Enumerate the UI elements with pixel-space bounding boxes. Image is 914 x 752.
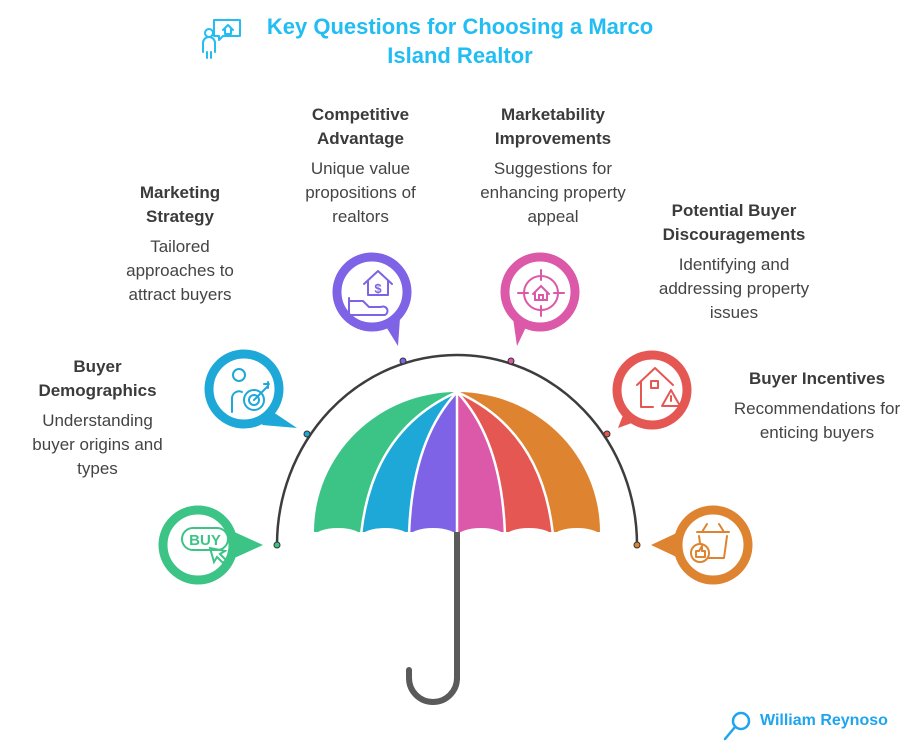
connector-dot: [273, 541, 281, 549]
connector-dot: [399, 357, 407, 365]
item-description: Recommendations for enticing buyers: [733, 399, 901, 442]
buy-click-icon: BUY: [181, 527, 229, 565]
connector-dot: [303, 430, 311, 438]
item-heading: Buyer Incentives: [748, 369, 886, 388]
house-dollar-hand-icon: $: [348, 270, 393, 316]
item-description: Unique value propositions of realtors: [305, 159, 416, 226]
item-marketing-strategy: Marketing Strategy Tailored approaches t…: [105, 181, 255, 307]
connector-dot: [633, 541, 641, 549]
bubble-competitive-advantage: $: [332, 252, 412, 346]
item-description: Understanding buyer origins and types: [32, 411, 163, 478]
item-description: Tailored approaches to attract buyers: [126, 237, 234, 304]
house-warning-icon: [636, 367, 681, 408]
item-description: Suggestions for enhancing property appea…: [480, 159, 626, 226]
bubble-marketing-strategy: [204, 349, 297, 429]
umbrella-shaft: [454, 528, 460, 680]
agent-house-icon: [202, 19, 241, 59]
item-potential-buyer-discouragements: Potential Buyer Discouragements Identify…: [650, 199, 818, 325]
house-crosshair-icon: [517, 269, 565, 317]
bubble-buyer-incentives: [651, 505, 753, 585]
item-buyer-incentives: Buyer Incentives Recommendations for ent…: [728, 367, 906, 445]
magnifier-icon: [723, 711, 751, 741]
umbrella-hook: [406, 667, 460, 705]
svg-text:$: $: [374, 281, 382, 296]
bubble-potential-buyer-discouragements: [612, 350, 692, 430]
connector-dot: [507, 357, 515, 365]
canopy-panel-red: [457, 392, 553, 532]
item-heading: Competitive Advantage: [311, 105, 410, 148]
connector-dot: [603, 430, 611, 438]
connector-arc: [275, 353, 639, 546]
basket-thumbs-up-icon: [690, 523, 730, 563]
bubble-buyer-demographics: BUY: [158, 505, 263, 585]
author-name: William Reynoso: [760, 712, 888, 729]
footer-credit: William Reynoso: [722, 712, 888, 730]
person-target-icon: [231, 368, 270, 413]
item-marketability-improvements: Marketability Improvements Suggestions f…: [478, 103, 628, 229]
canopy-panel-blue: [361, 392, 457, 532]
canopy-panel-purple: [409, 392, 457, 532]
umbrella-canopy: [314, 392, 600, 532]
item-heading: Buyer Demographics: [38, 357, 157, 400]
item-buyer-demographics: Buyer Demographics Understanding buyer o…: [20, 355, 175, 481]
item-heading: Marketability Improvements: [494, 105, 612, 148]
item-competitive-advantage: Competitive Advantage Unique value propo…: [283, 103, 438, 229]
bubble-marketability-improvements: [500, 252, 580, 346]
item-description: Identifying and addressing property issu…: [658, 255, 810, 322]
item-heading: Potential Buyer Discouragements: [662, 201, 806, 244]
canopy-panel-pink: [457, 392, 505, 532]
item-heading: Marketing Strategy: [139, 183, 221, 226]
page-title: Key Questions for Choosing a Marco Islan…: [266, 14, 654, 68]
svg-text:BUY: BUY: [189, 532, 221, 549]
